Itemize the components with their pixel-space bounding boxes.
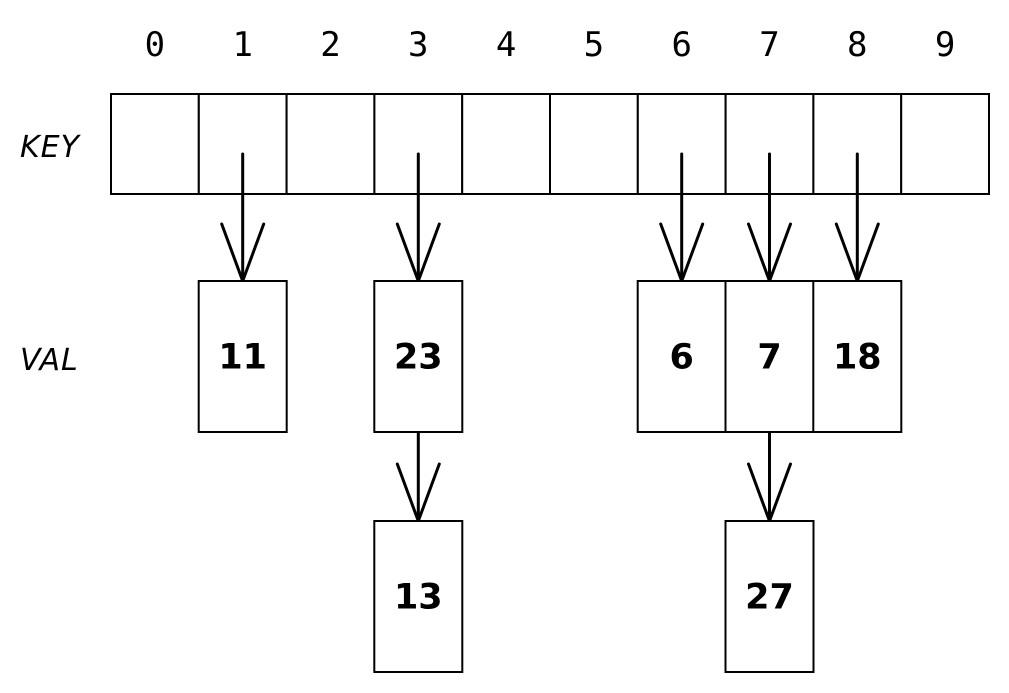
value-node: 13: [373, 520, 464, 673]
value-node-label: 23: [394, 338, 443, 378]
value-node-box: [373, 520, 464, 673]
value-node-label: 11: [218, 338, 267, 378]
value-node: 27: [724, 520, 815, 673]
value-node: 7: [724, 280, 815, 433]
value-node-box: [812, 280, 903, 433]
value-node-label: 27: [745, 578, 794, 618]
value-node: 18: [812, 280, 903, 433]
value-node-label: 7: [757, 338, 781, 378]
index-label: 4: [496, 25, 516, 65]
index-label: 5: [584, 25, 604, 65]
index-label: 1: [232, 25, 252, 65]
value-node: 23: [373, 280, 464, 433]
key-cell: [285, 93, 376, 195]
value-node-box: [373, 280, 464, 433]
index-label: 7: [759, 25, 779, 65]
value-node-box: [636, 280, 727, 433]
pointer-arrow: [395, 422, 441, 523]
index-labels: 0 1 2 3 4 5 6 7 8 9: [145, 25, 956, 65]
value-node-box: [724, 280, 815, 433]
key-cell: [110, 93, 200, 195]
key-cell: [549, 93, 639, 195]
index-label: 6: [671, 25, 691, 65]
value-node-label: 6: [670, 338, 694, 378]
index-label: 9: [935, 25, 955, 65]
index-label: 2: [320, 25, 340, 65]
index-label: 8: [847, 25, 867, 65]
key-cell: [900, 93, 991, 195]
key-row-label: KEY: [20, 130, 82, 165]
pointer-arrow: [747, 422, 792, 523]
index-label: 0: [145, 25, 165, 65]
key-cell: [461, 93, 552, 195]
value-node-label: 13: [394, 578, 443, 618]
val-row-label: VAL: [20, 343, 79, 378]
value-node-box: [724, 520, 815, 673]
value-node: 6: [636, 280, 727, 433]
value-node-box: [197, 280, 288, 433]
key-array: [110, 93, 991, 195]
value-node: 11: [197, 280, 288, 433]
value-nodes: 11 23 13 6 7 27 18: [197, 280, 903, 673]
value-node-label: 18: [833, 338, 882, 378]
index-label: 3: [408, 25, 428, 65]
